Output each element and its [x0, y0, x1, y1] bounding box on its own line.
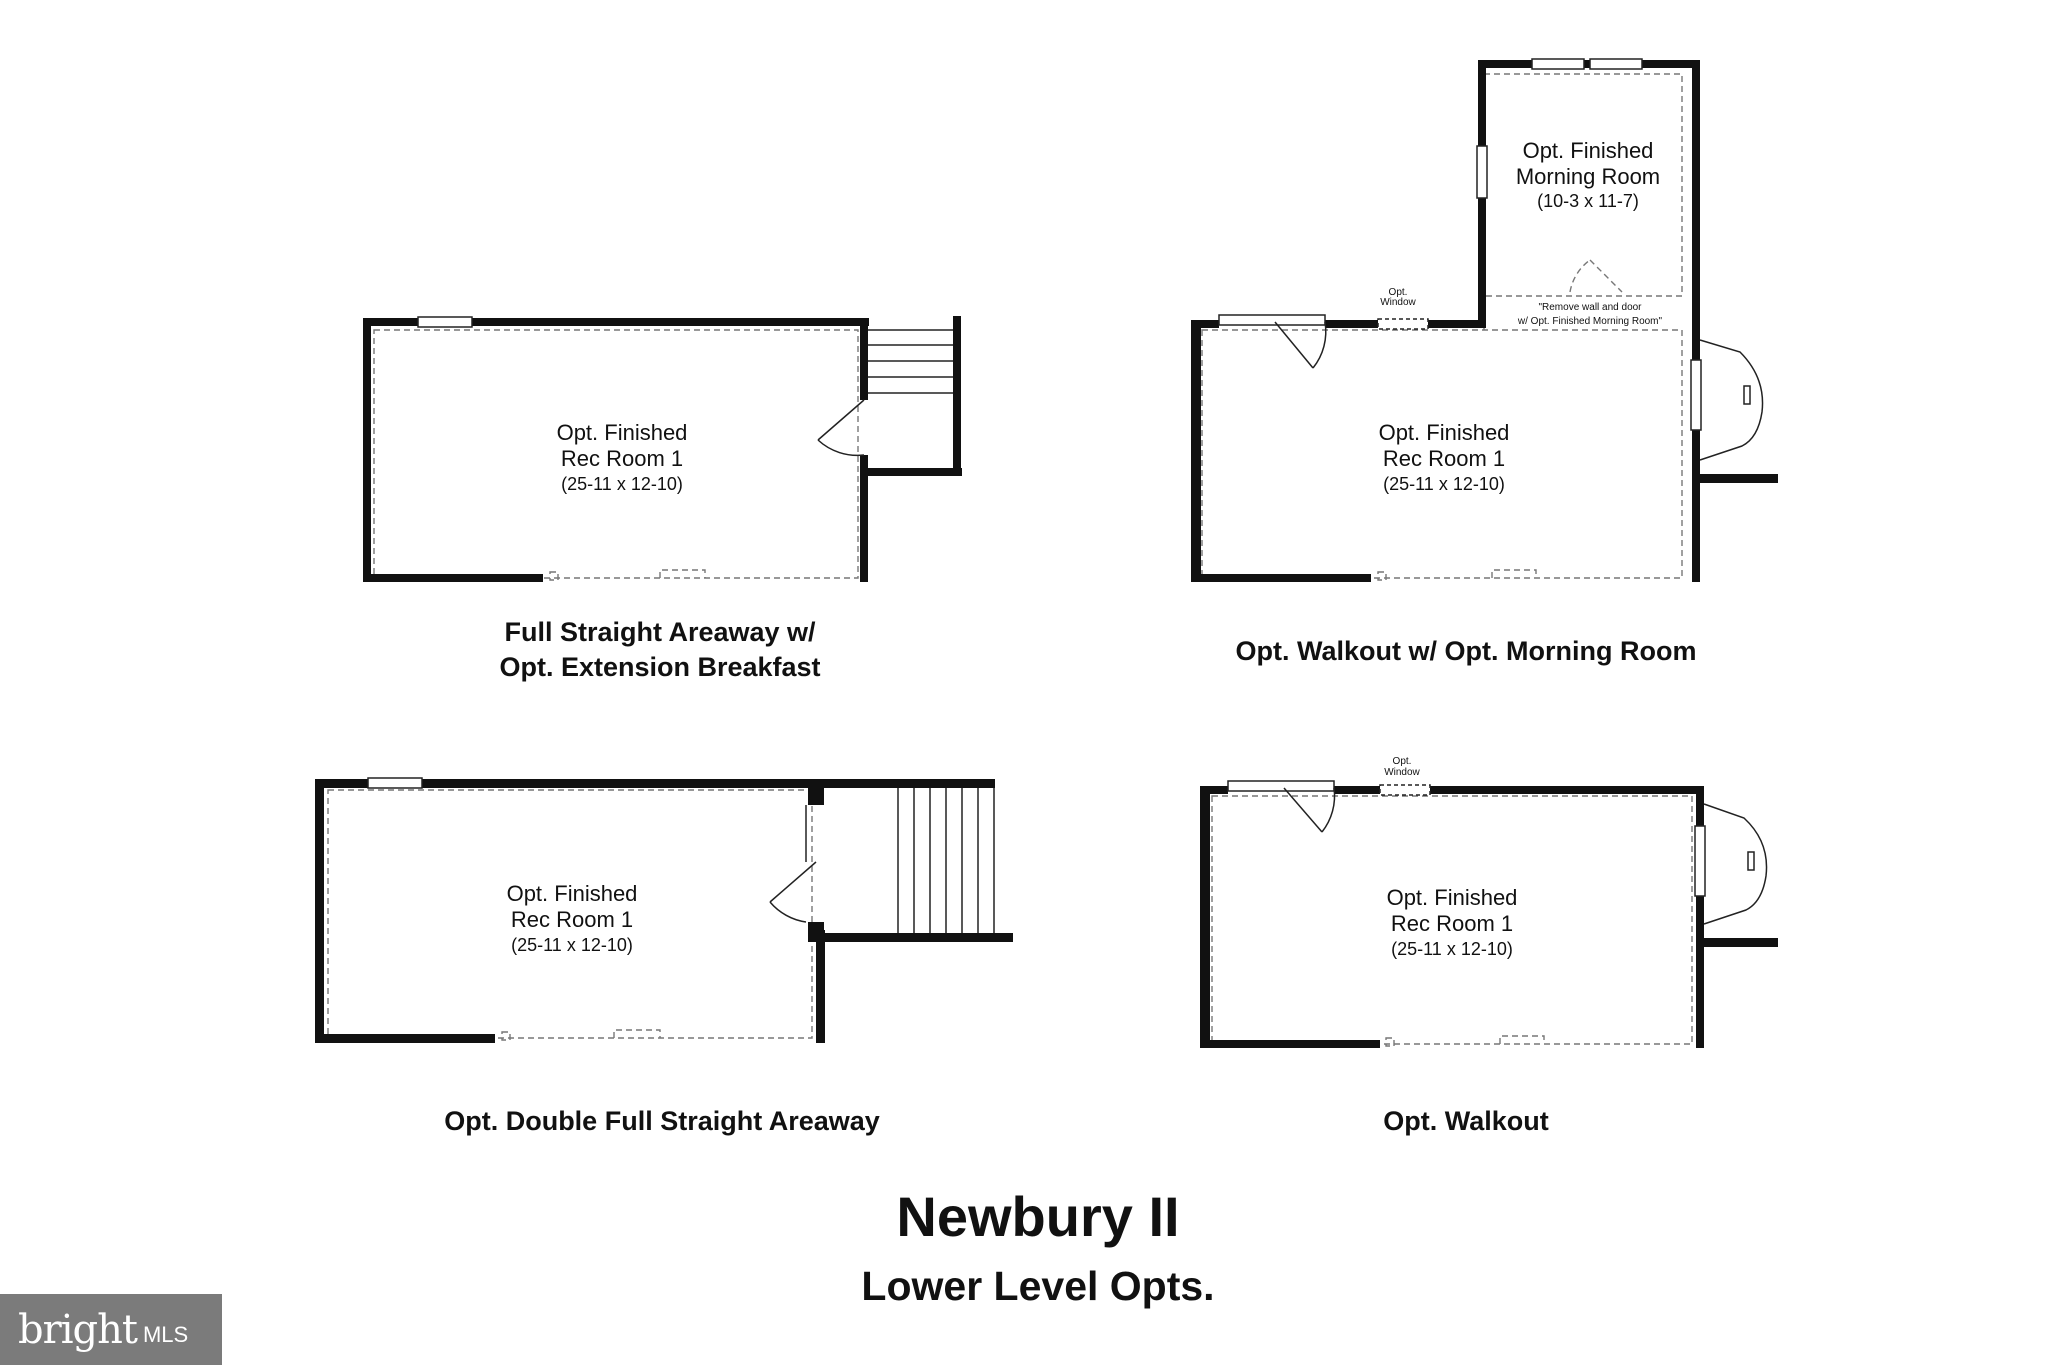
plan-walkout-morning-room: Opt. Finished Morning Room (10-3 x 11-7)…: [1191, 58, 1778, 666]
opening-icon: [1377, 571, 1387, 581]
wall: [1200, 1040, 1380, 1048]
wall: [1191, 574, 1371, 582]
stairs-icon: [897, 788, 995, 933]
room-name-line1: Opt. Finished: [1387, 885, 1518, 910]
wall: [363, 318, 371, 582]
room-name-line1: Opt. Finished: [557, 420, 688, 445]
opt-window-label-line2: Window: [1384, 767, 1420, 778]
plan-caption: Opt. Walkout w/ Opt. Morning Room: [1236, 636, 1697, 666]
window-icon: [1531, 58, 1585, 70]
exterior-bay-icon: [1703, 803, 1768, 925]
room-dimensions: (25-11 x 12-10): [511, 935, 633, 955]
watermark-suffix: MLS: [142, 1321, 189, 1347]
wall: [315, 779, 995, 788]
opt-window-label-line1: Opt.: [1393, 756, 1412, 767]
room-name-line1: Opt. Finished: [1379, 420, 1510, 445]
wall: [1334, 786, 1704, 794]
wall: [1692, 60, 1700, 582]
exterior-bay-icon: [1699, 339, 1764, 461]
opening-icon: [501, 1031, 511, 1041]
wall: [315, 779, 324, 1043]
room-outline: [327, 789, 813, 1039]
plan-caption: Opt. Double Full Straight Areaway: [444, 1106, 880, 1136]
plan-double-full-straight-areaway: Opt. Finished Rec Room 1 (25-11 x 12-10)…: [315, 777, 1013, 1136]
plan-caption: Opt. Walkout: [1383, 1106, 1548, 1136]
window-icon: [367, 777, 423, 789]
wall: [808, 779, 824, 805]
exterior-detail-icon: [1743, 385, 1751, 405]
room-outline: [1201, 329, 1683, 579]
room-outline: [373, 329, 859, 579]
wall: [315, 1034, 495, 1043]
plan-caption-line2: Opt. Extension Breakfast: [499, 652, 820, 682]
page-subtitle: Lower Level Opts.: [861, 1263, 1214, 1309]
note-line1: "Remove wall and door: [1538, 302, 1642, 313]
wall: [860, 455, 868, 582]
wall: [1191, 320, 1201, 582]
exterior-detail-icon: [1747, 851, 1755, 871]
opt-window-icon: [1377, 318, 1429, 330]
plan-walkout: Opt. Window Opt. Finished Rec Room 1 (25…: [1200, 756, 1778, 1136]
room-dimensions: (25-11 x 12-10): [561, 474, 683, 494]
window-icon: [417, 316, 473, 328]
wall: [1191, 320, 1219, 328]
morning-room-name-line1: Opt. Finished: [1523, 138, 1654, 163]
room-name-line2: Rec Room 1: [561, 446, 683, 471]
window-icon: [1476, 145, 1488, 199]
wall: [860, 318, 868, 400]
page-title: Newbury II: [896, 1185, 1179, 1248]
door-icon: [817, 399, 865, 457]
opening-icon: [549, 571, 559, 581]
stairs-icon: [868, 329, 953, 394]
wall: [1478, 60, 1700, 68]
walkout-door-icon: [1227, 780, 1336, 833]
wall: [363, 574, 543, 582]
wall: [1200, 786, 1210, 1048]
room-dimensions: (25-11 x 12-10): [1383, 474, 1505, 494]
plan-caption-line1: Full Straight Areaway w/: [504, 617, 816, 647]
wall: [1200, 786, 1228, 794]
room-outline: [1211, 795, 1693, 1045]
wall: [816, 933, 1013, 942]
room-name-line2: Rec Room 1: [1391, 911, 1513, 936]
wall: [363, 318, 869, 326]
note-line2: w/ Opt. Finished Morning Room": [1517, 316, 1663, 327]
room-dimensions: (25-11 x 12-10): [1391, 939, 1513, 959]
room-name-line2: Rec Room 1: [1383, 446, 1505, 471]
opening-icon: [1491, 569, 1537, 578]
wall: [1692, 474, 1778, 483]
opt-window-label-line1: Opt.: [1389, 287, 1408, 298]
opt-window-icon: [1379, 784, 1431, 796]
window-icon: [1690, 359, 1702, 431]
watermark-logo: bright: [18, 1306, 138, 1353]
morning-room-name-line2: Morning Room: [1516, 164, 1660, 189]
wall: [860, 468, 962, 476]
opening-icon: [613, 1029, 661, 1038]
window-icon: [1694, 825, 1706, 897]
morning-room-dimensions: (10-3 x 11-7): [1537, 191, 1639, 211]
room-name-line1: Opt. Finished: [507, 881, 638, 906]
wall: [816, 930, 825, 1043]
opt-window-label-line2: Window: [1380, 297, 1416, 308]
opening-icon: [659, 569, 706, 578]
wall: [1696, 938, 1778, 947]
plan-full-straight-areaway: Opt. Finished Rec Room 1 (25-11 x 12-10)…: [363, 316, 962, 682]
opening-icon: [1499, 1035, 1545, 1044]
walkout-door-icon: [1218, 314, 1327, 369]
opening-icon: [1385, 1037, 1395, 1047]
window-icon: [1589, 58, 1643, 70]
wall: [953, 316, 961, 476]
wall: [1696, 786, 1704, 1048]
bright-mls-watermark: bright MLS: [0, 1294, 222, 1365]
room-name-line2: Rec Room 1: [511, 907, 633, 932]
door-icon: [1569, 259, 1623, 293]
door-icon: [769, 805, 817, 923]
